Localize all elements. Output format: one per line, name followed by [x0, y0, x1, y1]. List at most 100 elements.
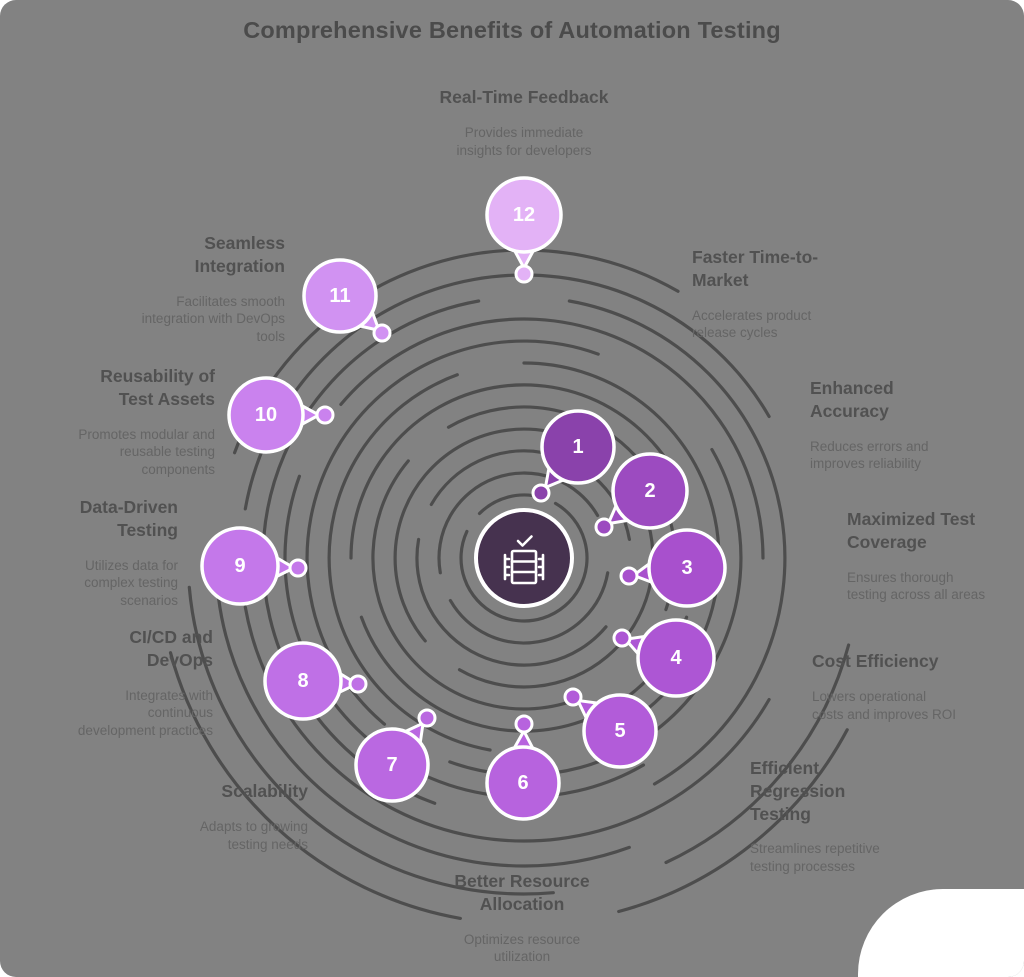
connector-dot	[531, 483, 551, 503]
connector-dot	[315, 405, 335, 425]
bubble-circle	[302, 258, 378, 334]
bubble-circle	[485, 176, 563, 254]
bubble-circle	[354, 727, 430, 803]
benefit-title: CI/CD and DevOps	[129, 627, 213, 670]
benefit-description: Utilizes data for complex testing scenar…	[84, 557, 178, 609]
benefit-description: Adapts to growing testing needs	[199, 818, 308, 852]
bubble-number: 9	[234, 555, 245, 577]
benefit-bubble-11: 11	[302, 258, 392, 343]
spiral-arc-segment	[349, 383, 689, 560]
benefit-title: Efficient Regression Testing	[750, 758, 846, 824]
bubble-number: 7	[386, 754, 397, 776]
benefit-bubble-5: 5	[563, 687, 658, 769]
connector-dot	[563, 687, 583, 707]
benefit-title: Cost Efficiency	[812, 651, 939, 671]
benefit-title: Real-Time Feedback	[439, 87, 609, 107]
bubble-number: 2	[644, 480, 655, 502]
spiral-arc-segment	[393, 427, 591, 643]
benefit-bubble-3: 3	[619, 528, 727, 608]
benefit-bubble-4: 4	[612, 618, 716, 698]
bubble-circle	[540, 409, 616, 485]
spiral-arc-segment	[214, 556, 631, 868]
spiral-arc-segment	[448, 571, 610, 645]
benefit-bubble-6: 6	[485, 714, 561, 821]
bubble-number: 11	[329, 285, 350, 307]
benefit-title: Reusability of Test Assets	[100, 366, 215, 409]
benefit-description: Streamlines repetitive testing processes	[750, 841, 880, 875]
benefit-description: Facilitates smooth integration with DevO…	[141, 293, 285, 345]
benefit-bubble-2: 2	[594, 452, 689, 537]
center-circle	[474, 508, 574, 608]
benefit-description: Provides immediate insights for develope…	[456, 124, 592, 158]
benefit-title: Seamless Integration	[194, 233, 285, 276]
connector-dot	[417, 708, 437, 728]
spiral-arc-segment	[567, 299, 787, 786]
bubble-number: 4	[670, 647, 682, 669]
benefit-description: Promotes modular and reusable testing co…	[78, 426, 215, 478]
benefit-bubble-7: 7	[354, 708, 437, 803]
benefit-description: Lowers operational costs and improves RO…	[812, 688, 957, 722]
spiral-arc-segment	[617, 728, 849, 914]
benefit-title: Faster Time-to- Market	[692, 247, 819, 290]
spiral-arc-segment	[664, 643, 851, 865]
benefit-title: Data-Driven Testing	[79, 497, 178, 540]
bubble-circle	[485, 745, 561, 821]
bubble-circle	[582, 693, 658, 769]
bubble-number: 8	[297, 670, 308, 692]
connector-dot	[288, 558, 308, 578]
connector-dot	[612, 628, 632, 648]
bubble-circle	[647, 528, 727, 608]
benefit-bubble-12: 12	[485, 176, 563, 284]
bubble-number: 5	[614, 720, 625, 742]
bubble-number: 1	[572, 436, 583, 458]
connector-dot	[514, 714, 534, 734]
spiral-arc-segment	[459, 501, 589, 623]
bubble-circle	[636, 618, 716, 698]
bubble-circle	[227, 376, 305, 454]
benefit-bubble-1: 1	[531, 409, 616, 503]
bubble-circle	[200, 526, 280, 606]
bubble-number: 6	[517, 772, 528, 794]
benefit-description: Integrates with continuous development p…	[77, 687, 213, 739]
bubble-circle	[263, 641, 343, 721]
benefit-title: Better Resource Allocation	[454, 871, 590, 914]
bubble-circle	[611, 452, 689, 530]
benefit-description: Accelerates product release cycles	[692, 307, 812, 341]
spiral-arc-segment	[187, 585, 555, 896]
connector-dot	[372, 323, 392, 343]
bubble-number: 12	[513, 204, 535, 226]
center-hub	[474, 508, 574, 608]
spiral-arc-segment	[168, 651, 462, 920]
bubble-number: 3	[681, 557, 692, 579]
spiral-arc-segment	[437, 471, 600, 575]
connector-dot	[594, 517, 614, 537]
connector-dot	[619, 566, 639, 586]
test-checklist-icon	[503, 535, 545, 585]
benefit-bubble-9: 9	[200, 526, 308, 606]
benefit-bubble-10: 10	[227, 376, 335, 454]
bubble-number: 10	[255, 404, 277, 426]
benefit-description: Reduces errors and improves reliability	[810, 438, 929, 472]
page-title: Comprehensive Benefits of Automation Tes…	[243, 17, 781, 43]
benefit-title: Maximized Test Coverage	[847, 509, 976, 552]
benefit-title: Enhanced Accuracy	[810, 378, 894, 421]
benefit-bubble-8: 8	[263, 641, 368, 721]
spiral-arc-segment	[371, 459, 578, 711]
spiral-arc-segment	[339, 317, 765, 560]
benefit-description: Optimizes resource utilization	[463, 931, 581, 965]
